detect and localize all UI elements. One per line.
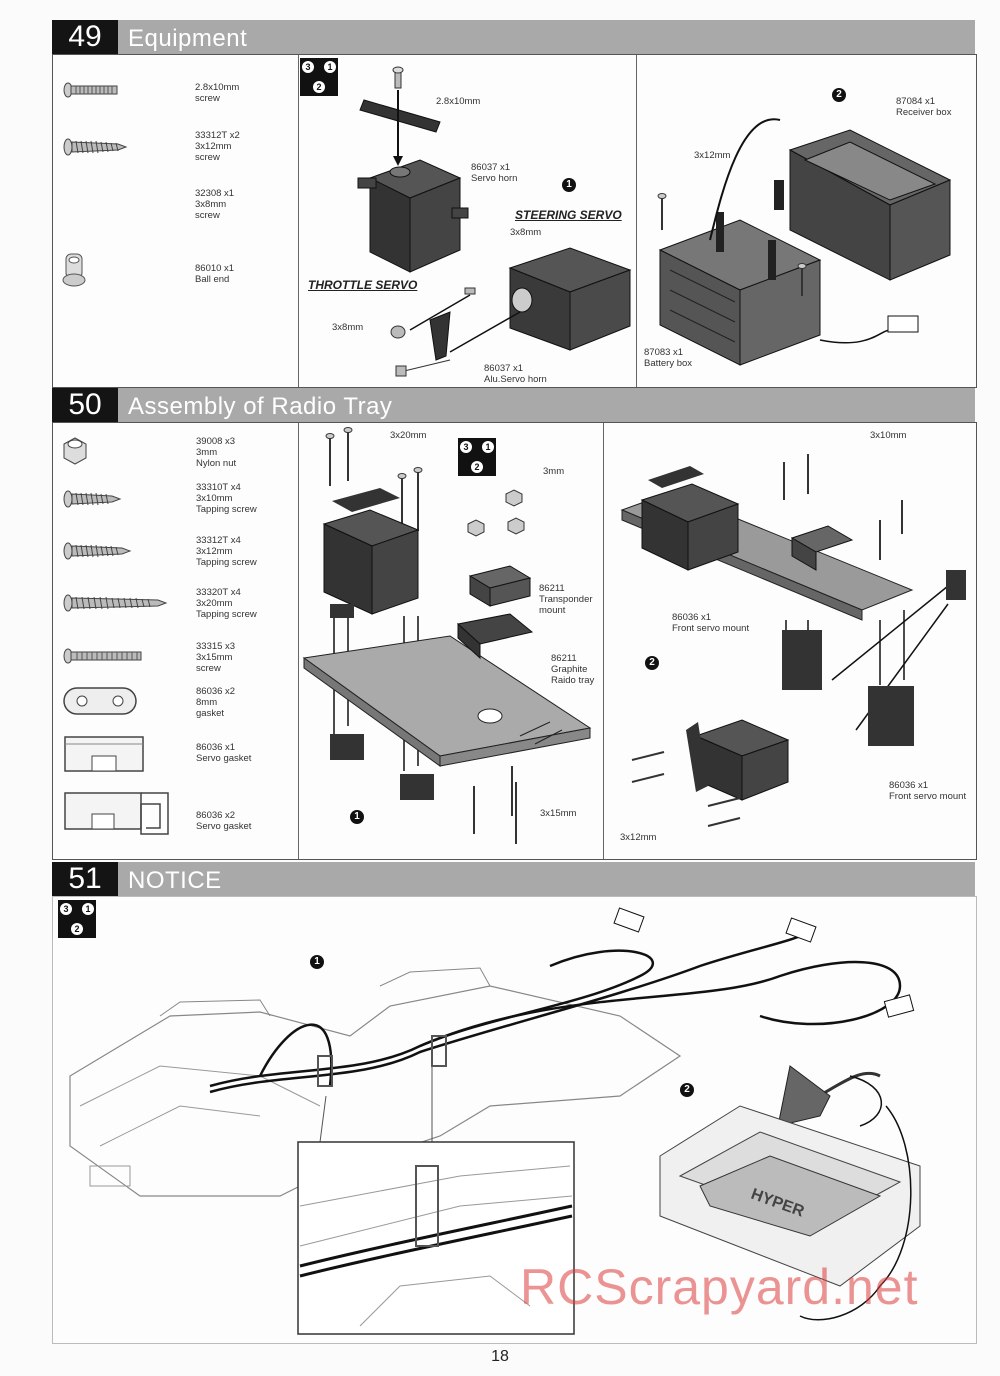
step-title: Equipment	[128, 25, 248, 52]
screw-callout: 3x8mm	[510, 227, 542, 238]
order-number: 3	[302, 61, 314, 73]
nut-callout: 3mm	[543, 466, 565, 477]
part-label: 33320T x4 3x20mm Tapping screw	[196, 587, 257, 620]
screw-callout: 3x12mm	[694, 150, 731, 161]
tapping-screw-icon	[63, 138, 128, 156]
order-number: 2	[471, 461, 483, 473]
servo-horn-callout: 86037 x1 Servo horn	[471, 162, 518, 184]
tapping-screw-icon	[63, 542, 132, 560]
part-label: 33315 x3 3x15mm screw	[196, 641, 236, 674]
servo-install-diagram	[357, 66, 632, 377]
order-badge: 3 1 2	[458, 438, 496, 476]
screw-callout: 3x12mm	[620, 832, 657, 843]
order-number: 2	[71, 923, 83, 935]
step-number: 50	[52, 388, 118, 422]
divider	[603, 423, 604, 859]
step-title: NOTICE	[128, 867, 222, 894]
screw-callout: 3x10mm	[870, 430, 907, 441]
divider	[298, 55, 299, 387]
alu-horn-callout: 86037 x1 Alu.Servo horn	[484, 363, 547, 385]
step-circle: 2	[832, 88, 846, 102]
part-label: 86036 x1 Servo gasket	[196, 742, 252, 764]
page-number: 18	[491, 1348, 509, 1365]
radio-tray-exploded-diagram	[302, 427, 592, 844]
step-number: 49	[52, 20, 118, 54]
step-49-header: 49 Equipment	[52, 20, 975, 54]
order-badge: 3 1 2	[300, 58, 338, 96]
order-number: 3	[60, 903, 72, 915]
throttle-servo-label: THROTTLE SERVO	[308, 278, 418, 292]
part-label: 86036 x2 Servo gasket	[196, 810, 252, 832]
screw-callout: 3x8mm	[332, 322, 364, 333]
battery-box-callout: 87083 x1 Battery box	[644, 347, 693, 369]
servo-gasket-icon	[64, 736, 144, 772]
screw-icon	[63, 648, 142, 664]
receiver-battery-box-diagram	[657, 118, 952, 366]
receiver-box-callout: 87084 x1 Receiver box	[896, 96, 952, 118]
part-label: 2.8x10mm screw	[195, 82, 240, 104]
tray-callout: 86211 Graphite Raido tray	[551, 653, 595, 686]
order-number: 1	[324, 61, 336, 73]
divider	[636, 55, 637, 387]
screw-callout: 3x20mm	[390, 430, 427, 441]
order-number: 1	[82, 903, 94, 915]
part-label: 32308 x1 3x8mm screw	[195, 188, 235, 221]
part-label: 86036 x2 8mm gasket	[196, 686, 236, 719]
divider	[298, 423, 299, 859]
gasket-icon	[63, 687, 137, 715]
part-label: 33310T x4 3x10mm Tapping screw	[196, 482, 257, 515]
watermark: RCScrapyard.net	[520, 1259, 919, 1315]
part-label: 86010 x1 Ball end	[195, 263, 235, 285]
step-circle: 2	[680, 1083, 694, 1097]
front-mount-callout: 86036 x1 Front servo mount	[889, 780, 967, 802]
part-label: 33312T x4 3x12mm Tapping screw	[196, 535, 257, 568]
screw-callout: 3x15mm	[540, 808, 577, 819]
front-mount-callout: 86036 x1 Front servo mount	[672, 612, 750, 634]
order-number: 3	[460, 441, 472, 453]
step-title: Assembly of Radio Tray	[128, 393, 393, 420]
nylon-nut-icon	[63, 437, 87, 465]
step-51-header: 51 NOTICE	[52, 862, 975, 896]
screw-icon	[63, 82, 118, 98]
tapping-screw-icon	[63, 594, 168, 612]
order-number: 2	[313, 81, 325, 93]
step-circle: 1	[310, 955, 324, 969]
tapping-screw-icon	[63, 490, 122, 508]
front-servo-mount-diagram	[620, 454, 966, 827]
step-50-header: 50 Assembly of Radio Tray	[52, 388, 975, 422]
step-number: 51	[52, 862, 118, 896]
step-circle: 2	[645, 656, 659, 670]
part-label: 39008 x3 3mm Nylon nut	[196, 436, 237, 469]
step-circle: 1	[350, 810, 364, 824]
order-badge: 3 1 2	[58, 900, 96, 938]
part-label: 33312T x2 3x12mm screw	[195, 130, 240, 163]
screw-callout: 2.8x10mm	[436, 96, 481, 107]
order-number: 1	[482, 441, 494, 453]
steering-servo-label: STEERING SERVO	[515, 208, 622, 222]
ball-end-icon	[62, 253, 86, 287]
wire-routing-diagram: HYPER	[69, 907, 921, 1335]
servo-gasket-icon	[64, 792, 169, 835]
step-circle: 1	[562, 178, 576, 192]
transponder-callout: 86211 Transponder mount	[539, 583, 593, 616]
